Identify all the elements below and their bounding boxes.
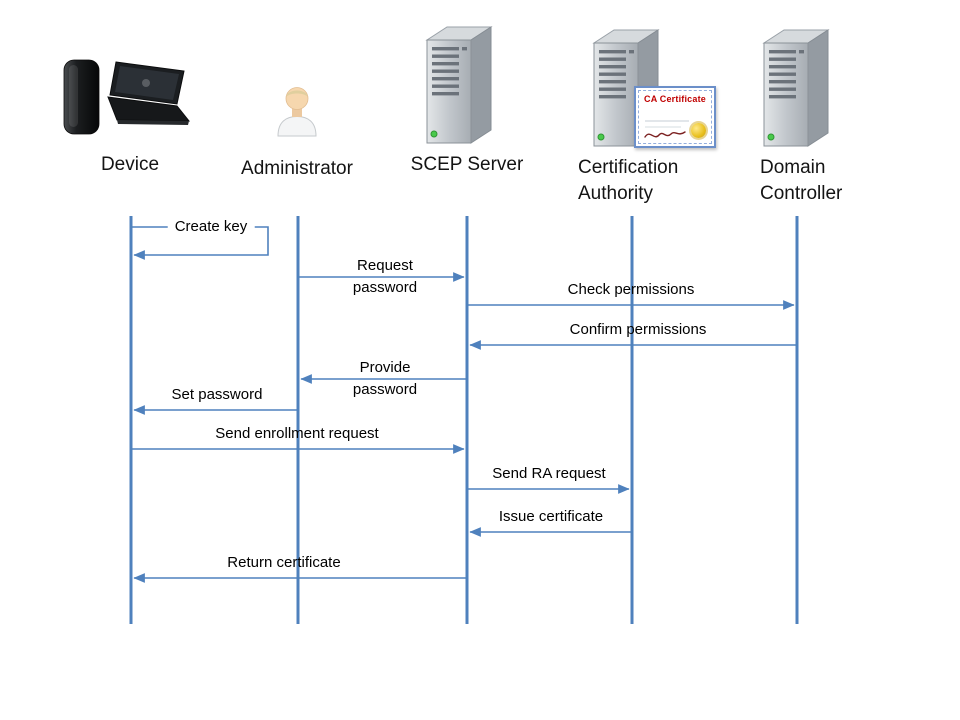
actor-label-domain-controller: Domain Controller [760, 157, 843, 204]
actor-label-administrator: Administrator [241, 158, 353, 179]
actor-label-device: Device [100, 154, 160, 175]
ca-certificate-title: CA Certificate [644, 94, 706, 104]
actor-label-certification-authority: Certification Authority [578, 157, 679, 204]
ca-certificate-border: CA Certificate [638, 90, 712, 144]
actor-label-scep-server: SCEP Server [410, 154, 524, 175]
ca-certificate-icon: CA Certificate [634, 86, 716, 148]
domain-controller-server-icon [758, 27, 834, 149]
device-icon [60, 54, 192, 144]
gold-seal-icon [691, 123, 706, 138]
laptop-icon [107, 61, 191, 125]
scep-server-icon [421, 24, 497, 146]
message-line-create-key [131, 226, 269, 260]
signature-icon [644, 120, 689, 138]
external-drive-icon [63, 59, 100, 135]
administrator-person-icon [273, 83, 321, 137]
